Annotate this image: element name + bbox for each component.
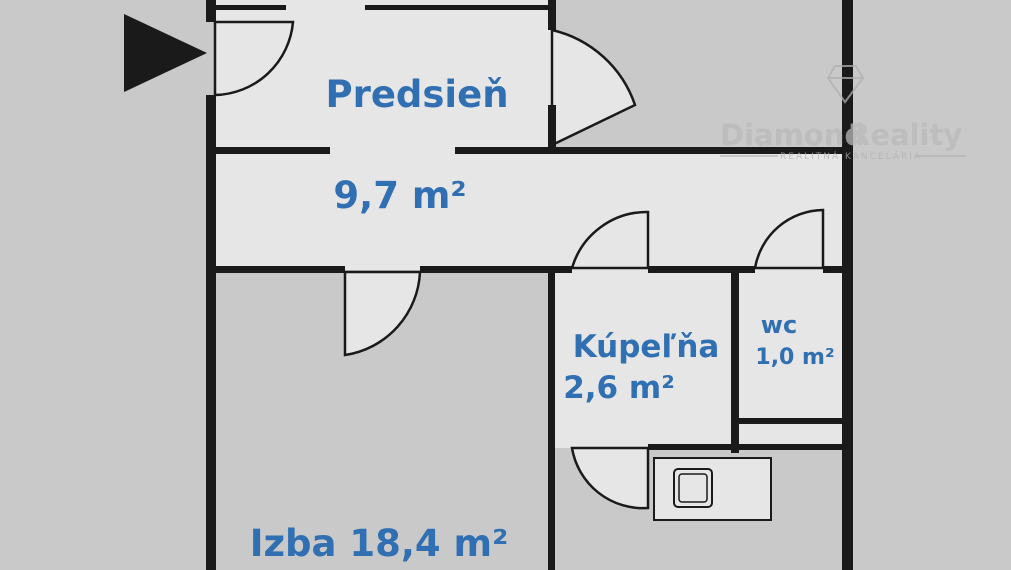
hall-horizontal-wall-left bbox=[216, 147, 330, 154]
left-outer-wall-top bbox=[206, 0, 216, 22]
hall-door-swing bbox=[550, 28, 637, 147]
hall-divider-wall-lower bbox=[548, 105, 556, 150]
watermark: Diamond Reality REALITNÁ KANCELÁRIA bbox=[720, 65, 966, 162]
bathroom-bottom-wall bbox=[648, 444, 739, 450]
entrance-door-swing bbox=[213, 20, 295, 97]
floor-areas bbox=[215, 0, 845, 448]
wc-name-label: WC bbox=[761, 311, 797, 339]
diamond-icon bbox=[826, 65, 865, 104]
hall-horizontal-wall-right bbox=[455, 147, 842, 154]
room-wall-left bbox=[216, 266, 345, 273]
top-wall-segment bbox=[216, 5, 286, 10]
hall-divider-wall bbox=[548, 0, 556, 30]
room-door-swing bbox=[343, 270, 422, 357]
right-outer-wall bbox=[842, 0, 853, 570]
watermark-brand-right: Reality bbox=[848, 118, 962, 152]
walls bbox=[206, 0, 853, 570]
room-name-label: Izba 18,4 m² bbox=[250, 522, 509, 565]
bathroom-floor bbox=[552, 270, 735, 448]
wc-area-label: 1,0 m² bbox=[755, 345, 834, 370]
sink-basin bbox=[673, 468, 713, 508]
bathroom-left-wall bbox=[548, 273, 555, 570]
watermark-brand-left: Diamond bbox=[720, 118, 865, 152]
bathroom-name-label: Kúpeľňa bbox=[573, 329, 720, 365]
room-wall-right bbox=[420, 266, 572, 273]
wc-top-right-wall bbox=[823, 266, 842, 273]
bathroom-door-swing bbox=[570, 210, 650, 270]
bath-wc-top-wall bbox=[648, 266, 755, 273]
top-wall-segment-2 bbox=[365, 5, 552, 10]
sink-basin-inner bbox=[678, 473, 708, 503]
hall-area-label: 9,7 m² bbox=[333, 174, 466, 217]
wc-door-swing bbox=[753, 208, 825, 270]
wc-floor bbox=[735, 270, 845, 420]
hall-name-label: Predsieň bbox=[325, 73, 508, 116]
hall-corridor-floor bbox=[215, 150, 845, 270]
kitchen-sink bbox=[653, 457, 772, 521]
bathroom-area-label: 2,6 m² bbox=[563, 370, 675, 406]
bathroom-lower-door-swing bbox=[570, 446, 650, 510]
door-swings bbox=[213, 20, 825, 510]
bath-wc-divider bbox=[731, 273, 739, 453]
left-outer-wall bbox=[206, 95, 216, 570]
wc-ledge-bottom-wall bbox=[739, 444, 842, 450]
watermark-tagline: REALITNÁ KANCELÁRIA bbox=[780, 150, 922, 162]
wc-bottom-wall bbox=[739, 418, 842, 424]
entrance-arrow-icon bbox=[124, 14, 207, 92]
